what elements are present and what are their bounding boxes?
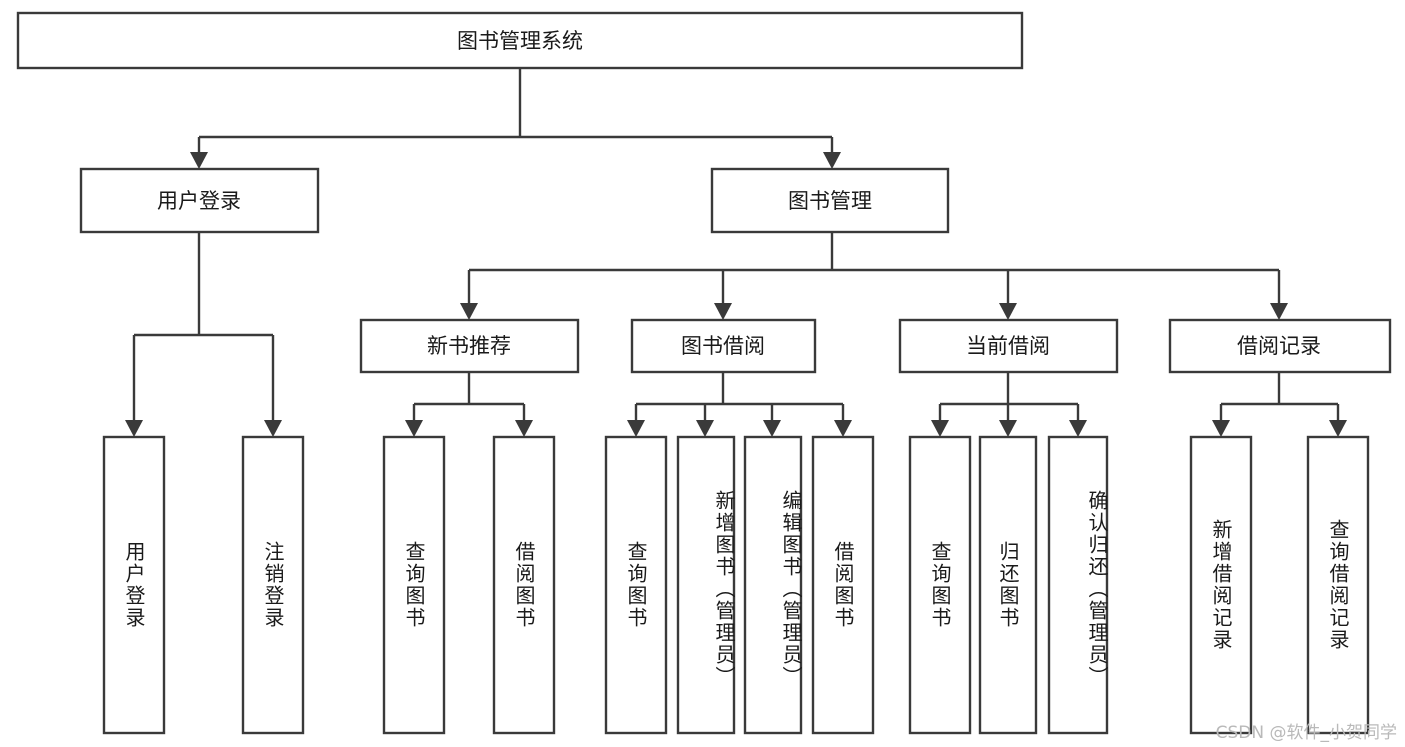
leaf-box-book-borrow-1[interactable] [604,435,668,735]
node-new-book-recommend[interactable] [359,318,580,374]
connector-newbook-to-leaves [405,372,533,437]
leaf-box-current-borrow-3[interactable] [1047,435,1109,735]
connector-userlogin-to-leaves [125,232,282,437]
leaf-box-new-book-2[interactable] [492,435,556,735]
node-book-management[interactable] [710,167,950,234]
connector-bookborrow-to-leaves [627,372,852,437]
node-borrow-record[interactable] [1168,318,1392,374]
node-borrow-record-label: 借阅记录 [1237,334,1321,358]
connector-root-to-level2 [190,68,841,169]
leaf-box-book-borrow-3[interactable] [743,435,803,735]
node-current-borrow[interactable] [898,318,1119,374]
connector-currentborrow-to-leaves [931,372,1087,437]
node-root-label: 图书管理系统 [457,29,583,53]
node-new-book-recommend-label: 新书推荐 [427,334,511,358]
leaf-box-book-borrow-2[interactable] [676,435,736,735]
node-root[interactable] [16,11,1024,70]
node-user-login-label: 用户登录 [157,189,241,213]
node-book-borrow[interactable] [630,318,817,374]
leaf-box-user-login-1[interactable] [102,435,166,735]
leaf-box-new-book-1[interactable] [382,435,446,735]
leaf-box-borrow-record-2[interactable] [1306,435,1370,735]
connector-bookmgmt-to-level3 [460,232,1288,320]
watermark-text: CSDN @软件_小贺同学 [1215,723,1397,743]
node-book-management-label: 图书管理 [788,189,872,213]
leaf-box-current-borrow-1[interactable] [908,435,972,735]
leaf-box-user-login-2[interactable] [241,435,305,735]
leaf-box-book-borrow-4[interactable] [811,435,875,735]
node-current-borrow-label: 当前借阅 [966,334,1050,358]
node-user-login[interactable] [79,167,320,234]
connector-borrowrecord-to-leaves [1212,372,1347,437]
leaf-box-borrow-record-1[interactable] [1189,435,1253,735]
leaf-box-current-borrow-2[interactable] [978,435,1038,735]
node-book-borrow-label: 图书借阅 [681,334,765,358]
